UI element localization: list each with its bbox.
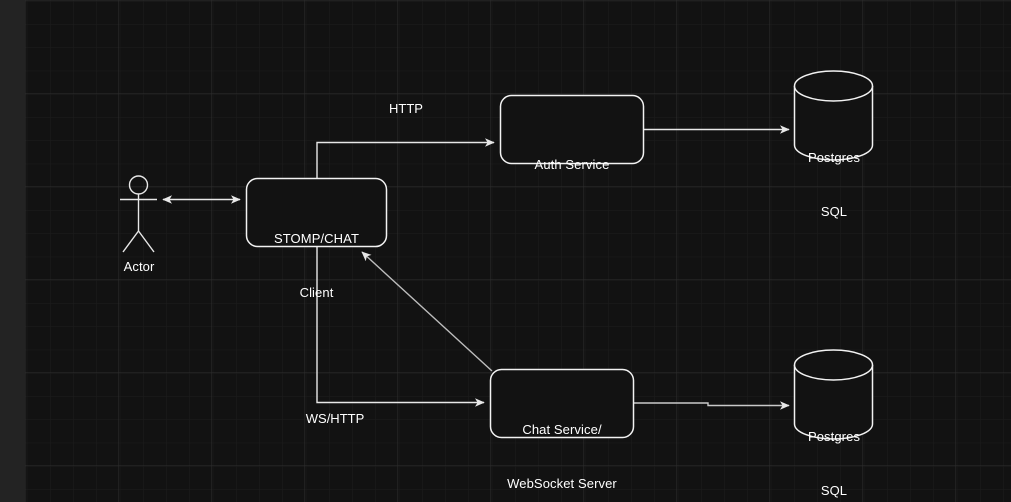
node-hit-auth-service[interactable] — [500, 95, 644, 164]
edge-client-chat-service[interactable] — [316, 246, 485, 407]
edge-client-auth-service[interactable] — [316, 138, 495, 179]
edge-chat-service-client[interactable] — [361, 251, 493, 372]
canvas-left-gutter — [0, 0, 25, 502]
node-hit-postgres-auth[interactable] — [794, 70, 874, 162]
node-hit-chat-service[interactable] — [490, 369, 634, 438]
node-chat-service[interactable] — [489, 368, 635, 439]
node-hit-actor[interactable] — [118, 174, 160, 274]
node-postgres-auth[interactable] — [793, 70, 874, 161]
edge-label-ws-http: WS/HTTP — [305, 411, 365, 426]
edge-chat-service-postgres[interactable] — [633, 401, 790, 410]
node-auth-service[interactable] — [499, 94, 645, 165]
node-hit-stomp-chat-client[interactable] — [246, 178, 387, 247]
node-actor-figure[interactable] — [120, 175, 157, 253]
edge-label-http: HTTP — [389, 101, 423, 116]
node-stomp-chat-client[interactable] — [245, 177, 388, 248]
node-hit-postgres-chat[interactable] — [794, 349, 874, 441]
node-postgres-chat[interactable] — [793, 349, 874, 440]
